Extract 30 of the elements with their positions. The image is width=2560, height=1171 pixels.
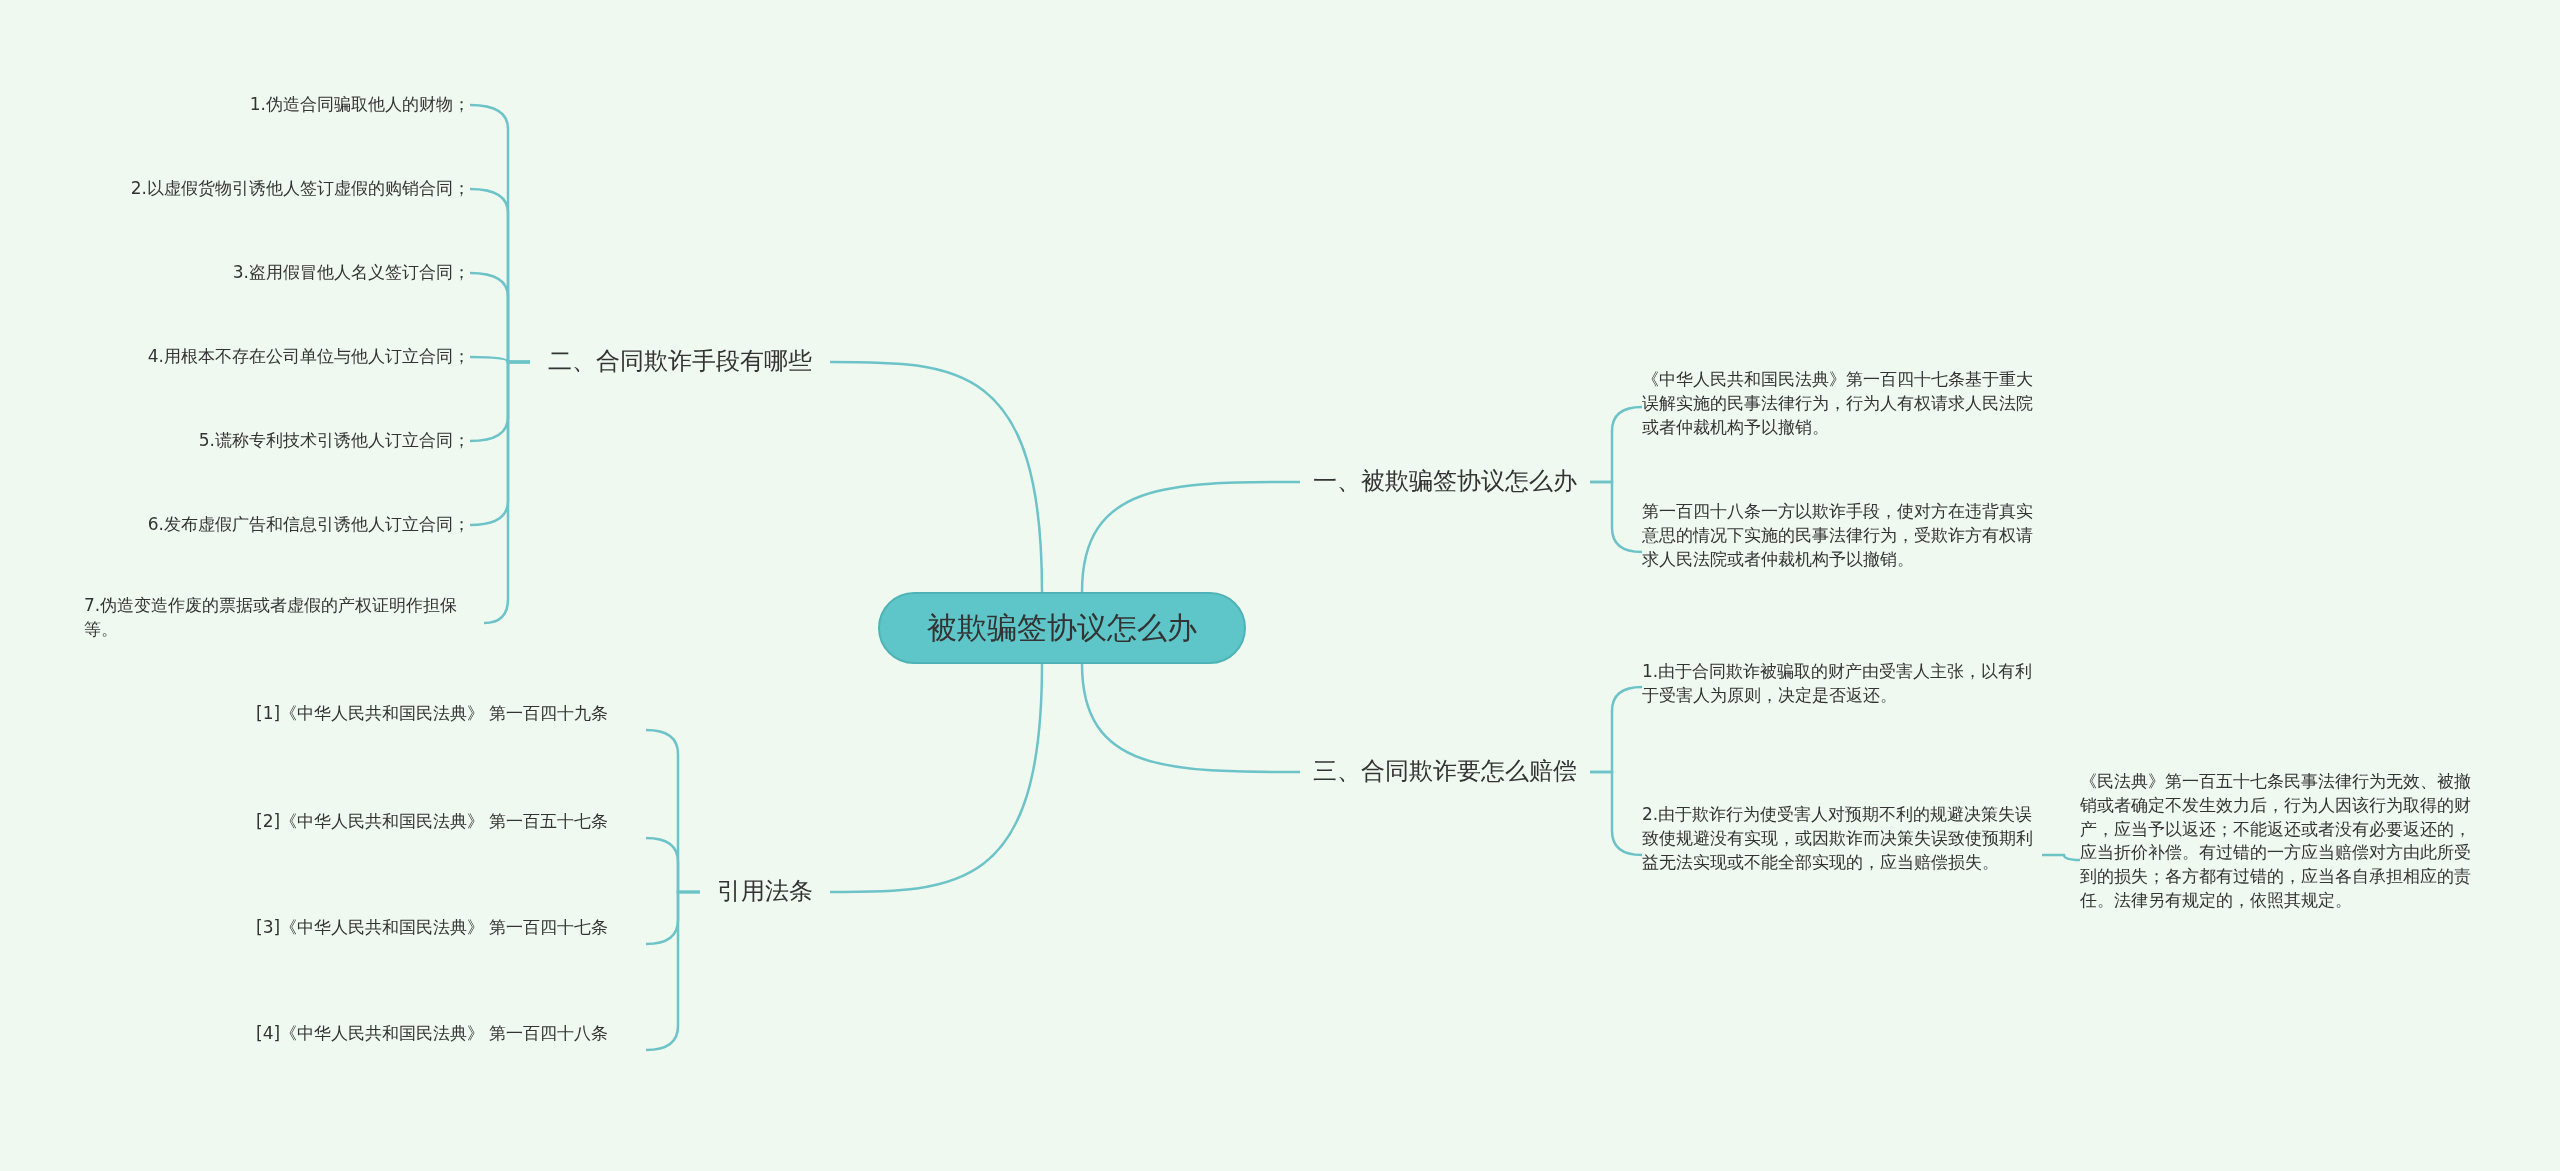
branch-topic: 引用法条 <box>700 872 830 912</box>
topic-text: [3]《中华人民共和国民法典》 第一百四十七条 <box>256 916 646 972</box>
branch-topic: 三、合同欺诈要怎么赔偿 <box>1300 752 1590 792</box>
topic-text: 1.由于合同欺诈被骗取的财产由受害人主张，以有利于受害人为原则，决定是否返还。 <box>1642 660 2042 714</box>
connector-line <box>830 360 1044 593</box>
central-topic: 被欺骗签协议怎么办 <box>878 592 1246 664</box>
topic-text: [1]《中华人民共和国民法典》 第一百四十九条 <box>256 702 646 758</box>
topic-text: [2]《中华人民共和国民法典》 第一百五十七条 <box>256 810 646 866</box>
connector-line <box>1590 480 1643 554</box>
topic-text: 4.用根本不存在公司单位与他人订立合同； <box>90 340 470 374</box>
topic-text: 2.以虚假货物引诱他人签订虚假的购销合同； <box>60 172 470 206</box>
connector-line <box>1590 770 1643 857</box>
topic-text: [4]《中华人民共和国民法典》 第一百四十八条 <box>256 1022 646 1078</box>
connector-line <box>645 890 700 1052</box>
connector-line <box>1080 663 1300 774</box>
topic-text: 1.伪造合同骗取他人的财物； <box>150 88 470 122</box>
connector-line <box>1080 480 1300 593</box>
topic-text: 第一百四十八条一方以欺诈手段，使对方在违背真实意思的情况下实施的民事法律行为，受欺诈方有权请求人民法院或者仲裁机构予以撤销。 <box>1642 500 2042 604</box>
topic-text: 3.盗用假冒他人名义签订合同； <box>150 256 470 290</box>
topic-text: 5.谎称专利技术引诱他人订立合同； <box>150 424 470 458</box>
connector-line <box>830 663 1044 894</box>
branch-topic: 二、合同欺诈手段有哪些 <box>530 342 830 382</box>
connector-line <box>2042 853 2081 862</box>
branch-topic: 一、被欺骗签协议怎么办 <box>1300 462 1590 502</box>
topic-text: 《中华人民共和国民法典》第一百四十七条基于重大误解实施的民事法律行为，行为人有权请求人民法院或者仲裁机构予以撤销。 <box>1642 368 2042 446</box>
topic-text: 2.由于欺诈行为使受害人对预期不利的规避决策失误致使规避没有实现，或因欺诈而决策失误致使预期利益无法实现或不能全部实现的，应当赔偿损失。 <box>1642 803 2042 907</box>
connector-line <box>483 360 530 625</box>
topic-text: 6.发布虚假广告和信息引诱他人订立合同； <box>90 508 470 542</box>
topic-text: 《民法典》第一百五十七条民事法律行为无效、被撤销或者确定不发生效力后，行为人因该行为取得的财产，应当予以返还；不能返还或者没有必要返还的，应当折价补偿。有过错的一方应当赔偿对方由此所受到的损失；各方都有过错的，应当各自承担相应的责任。法律另有规定的，依照其规定。 <box>2080 770 2480 950</box>
topic-text: 7.伪造变造作废的票据或者虚假的产权证明作担保等。 <box>84 594 484 652</box>
